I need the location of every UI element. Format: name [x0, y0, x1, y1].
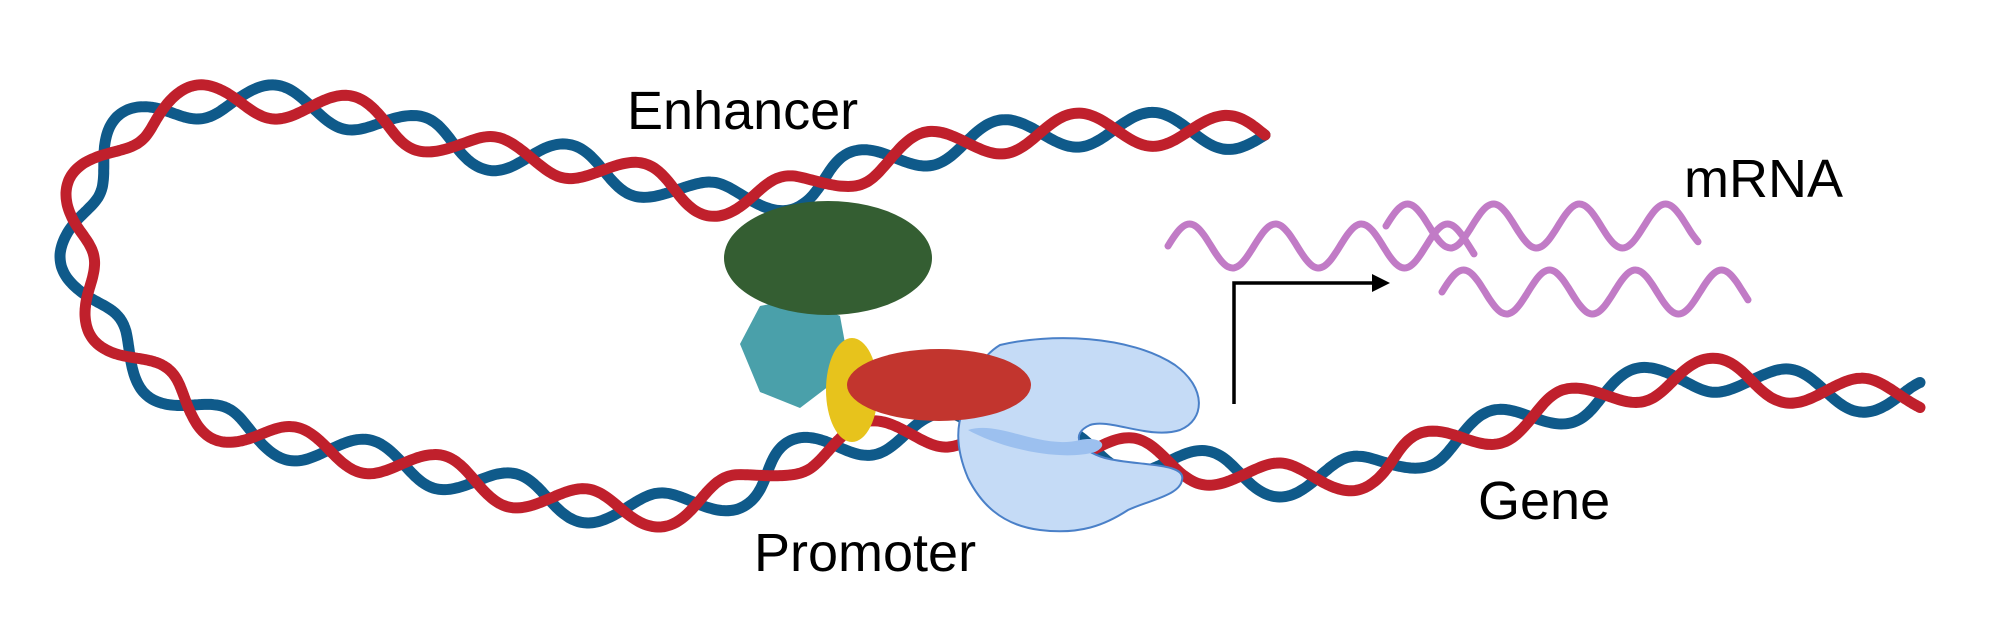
enhancer-label: Enhancer	[627, 81, 858, 141]
dna-gene-arm-blue-strand	[1014, 361, 1926, 503]
activator-protein-icon	[724, 201, 932, 315]
transcription-start-arrow-icon	[1232, 274, 1390, 404]
mrna-strand-3	[1438, 266, 1752, 318]
mrna-strands	[1164, 200, 1752, 318]
mediator-hexagon-icon	[740, 298, 850, 408]
gene-label: Gene	[1478, 471, 1610, 531]
mrna-label: mRNA	[1684, 149, 1843, 209]
protein-complex	[724, 201, 1200, 533]
dna-loop-red-strand	[60, 79, 1271, 533]
mrna-strand-1	[1164, 220, 1478, 272]
mrna-strand-2	[1382, 200, 1702, 252]
promoter-label: Promoter	[754, 523, 976, 583]
rna-polymerase-channel	[968, 427, 1103, 456]
dna-gene-arm-red-strand	[1014, 352, 1926, 497]
transcription-factor-red-icon	[847, 349, 1031, 421]
